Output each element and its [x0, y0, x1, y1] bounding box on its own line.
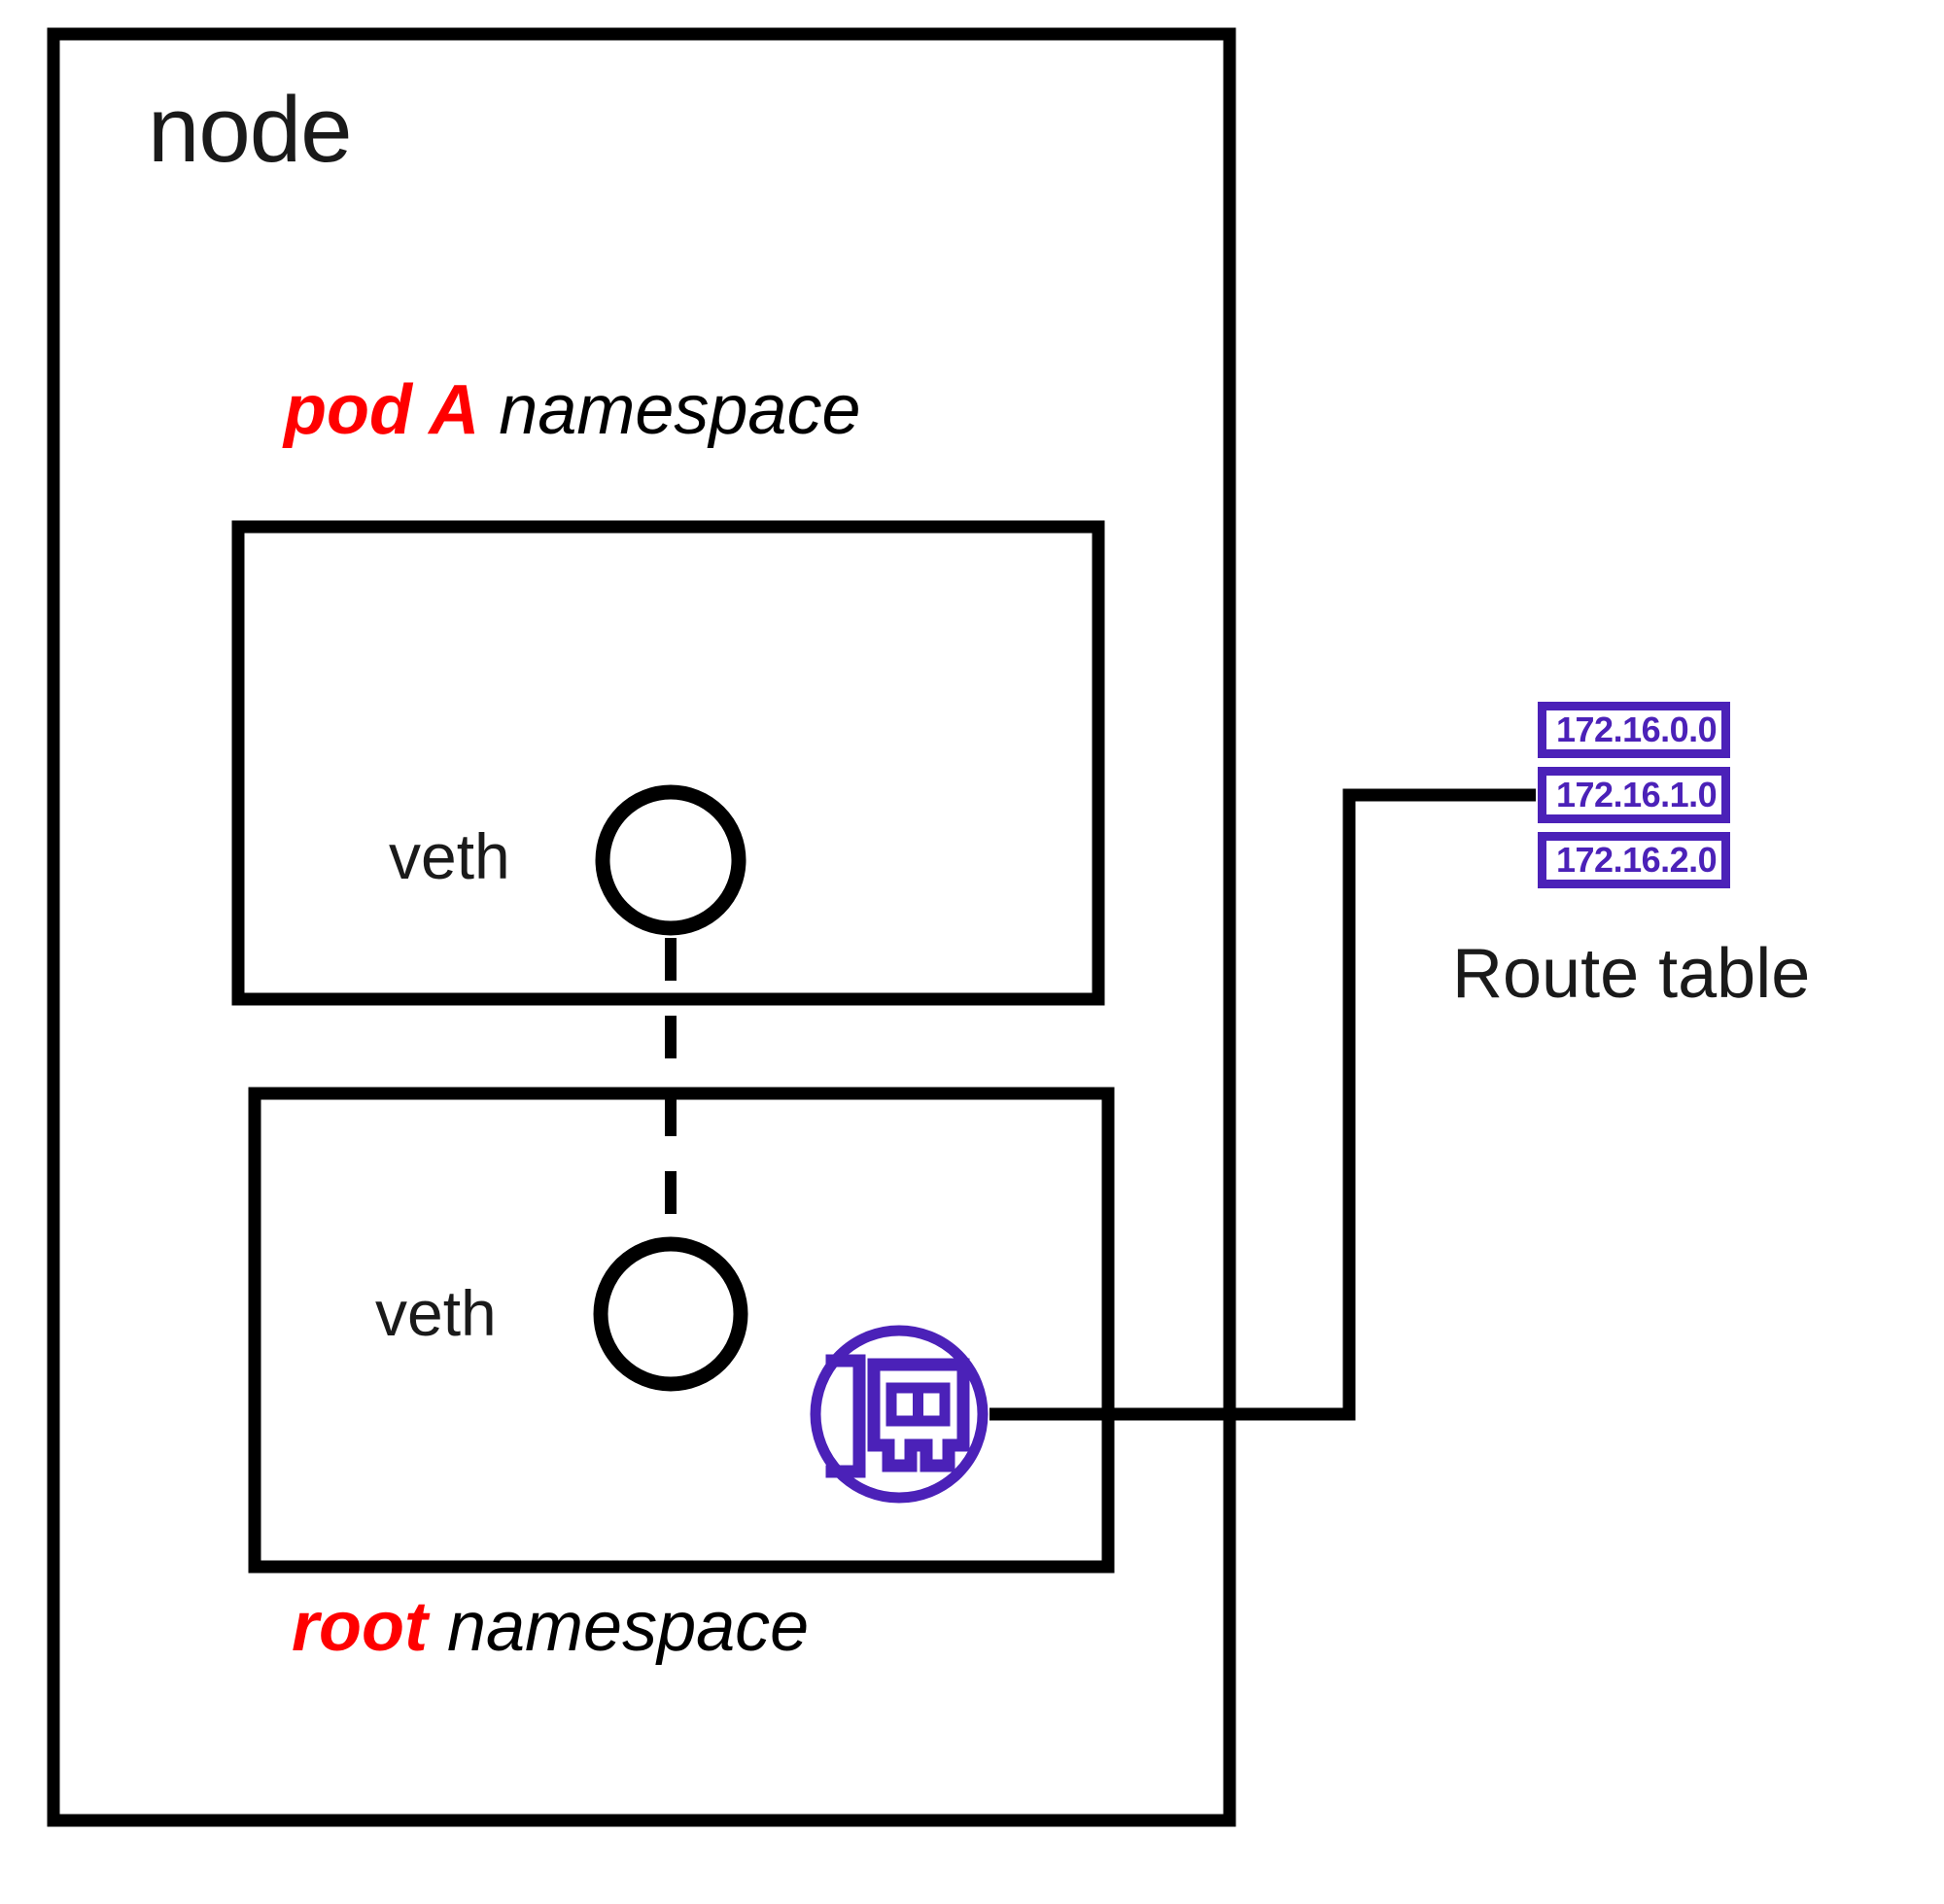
root-namespace-accent: root — [292, 1588, 428, 1666]
network-interface-card-icon — [810, 1325, 989, 1504]
pod-a-namespace-label: pod A namespace — [284, 375, 861, 445]
pod-veth-label: veth — [389, 820, 510, 892]
route-table-entry[interactable]: 172.16.2.0 — [1538, 832, 1730, 888]
pod-a-namespace-accent: pod A — [284, 371, 480, 449]
pod-a-namespace-box — [231, 520, 1105, 1006]
node-boundary-box — [47, 27, 1236, 1827]
route-table-entry[interactable]: 172.16.0.0 — [1538, 702, 1730, 758]
route-table-title: Route table — [1452, 935, 1811, 1013]
root-namespace-box — [248, 1087, 1115, 1574]
root-namespace-suffix: namespace — [427, 1588, 810, 1666]
root-veth-label: veth — [375, 1277, 497, 1349]
root-veth-circle — [593, 1236, 748, 1392]
node-title-label: node — [148, 78, 353, 182]
root-namespace-label: root namespace — [292, 1592, 809, 1662]
route-table-entry[interactable]: 172.16.1.0 — [1538, 767, 1730, 823]
nic-to-route-table-connector — [989, 788, 1536, 1421]
pod-a-namespace-suffix: namespace — [479, 371, 861, 449]
pod-veth-circle — [595, 784, 746, 936]
